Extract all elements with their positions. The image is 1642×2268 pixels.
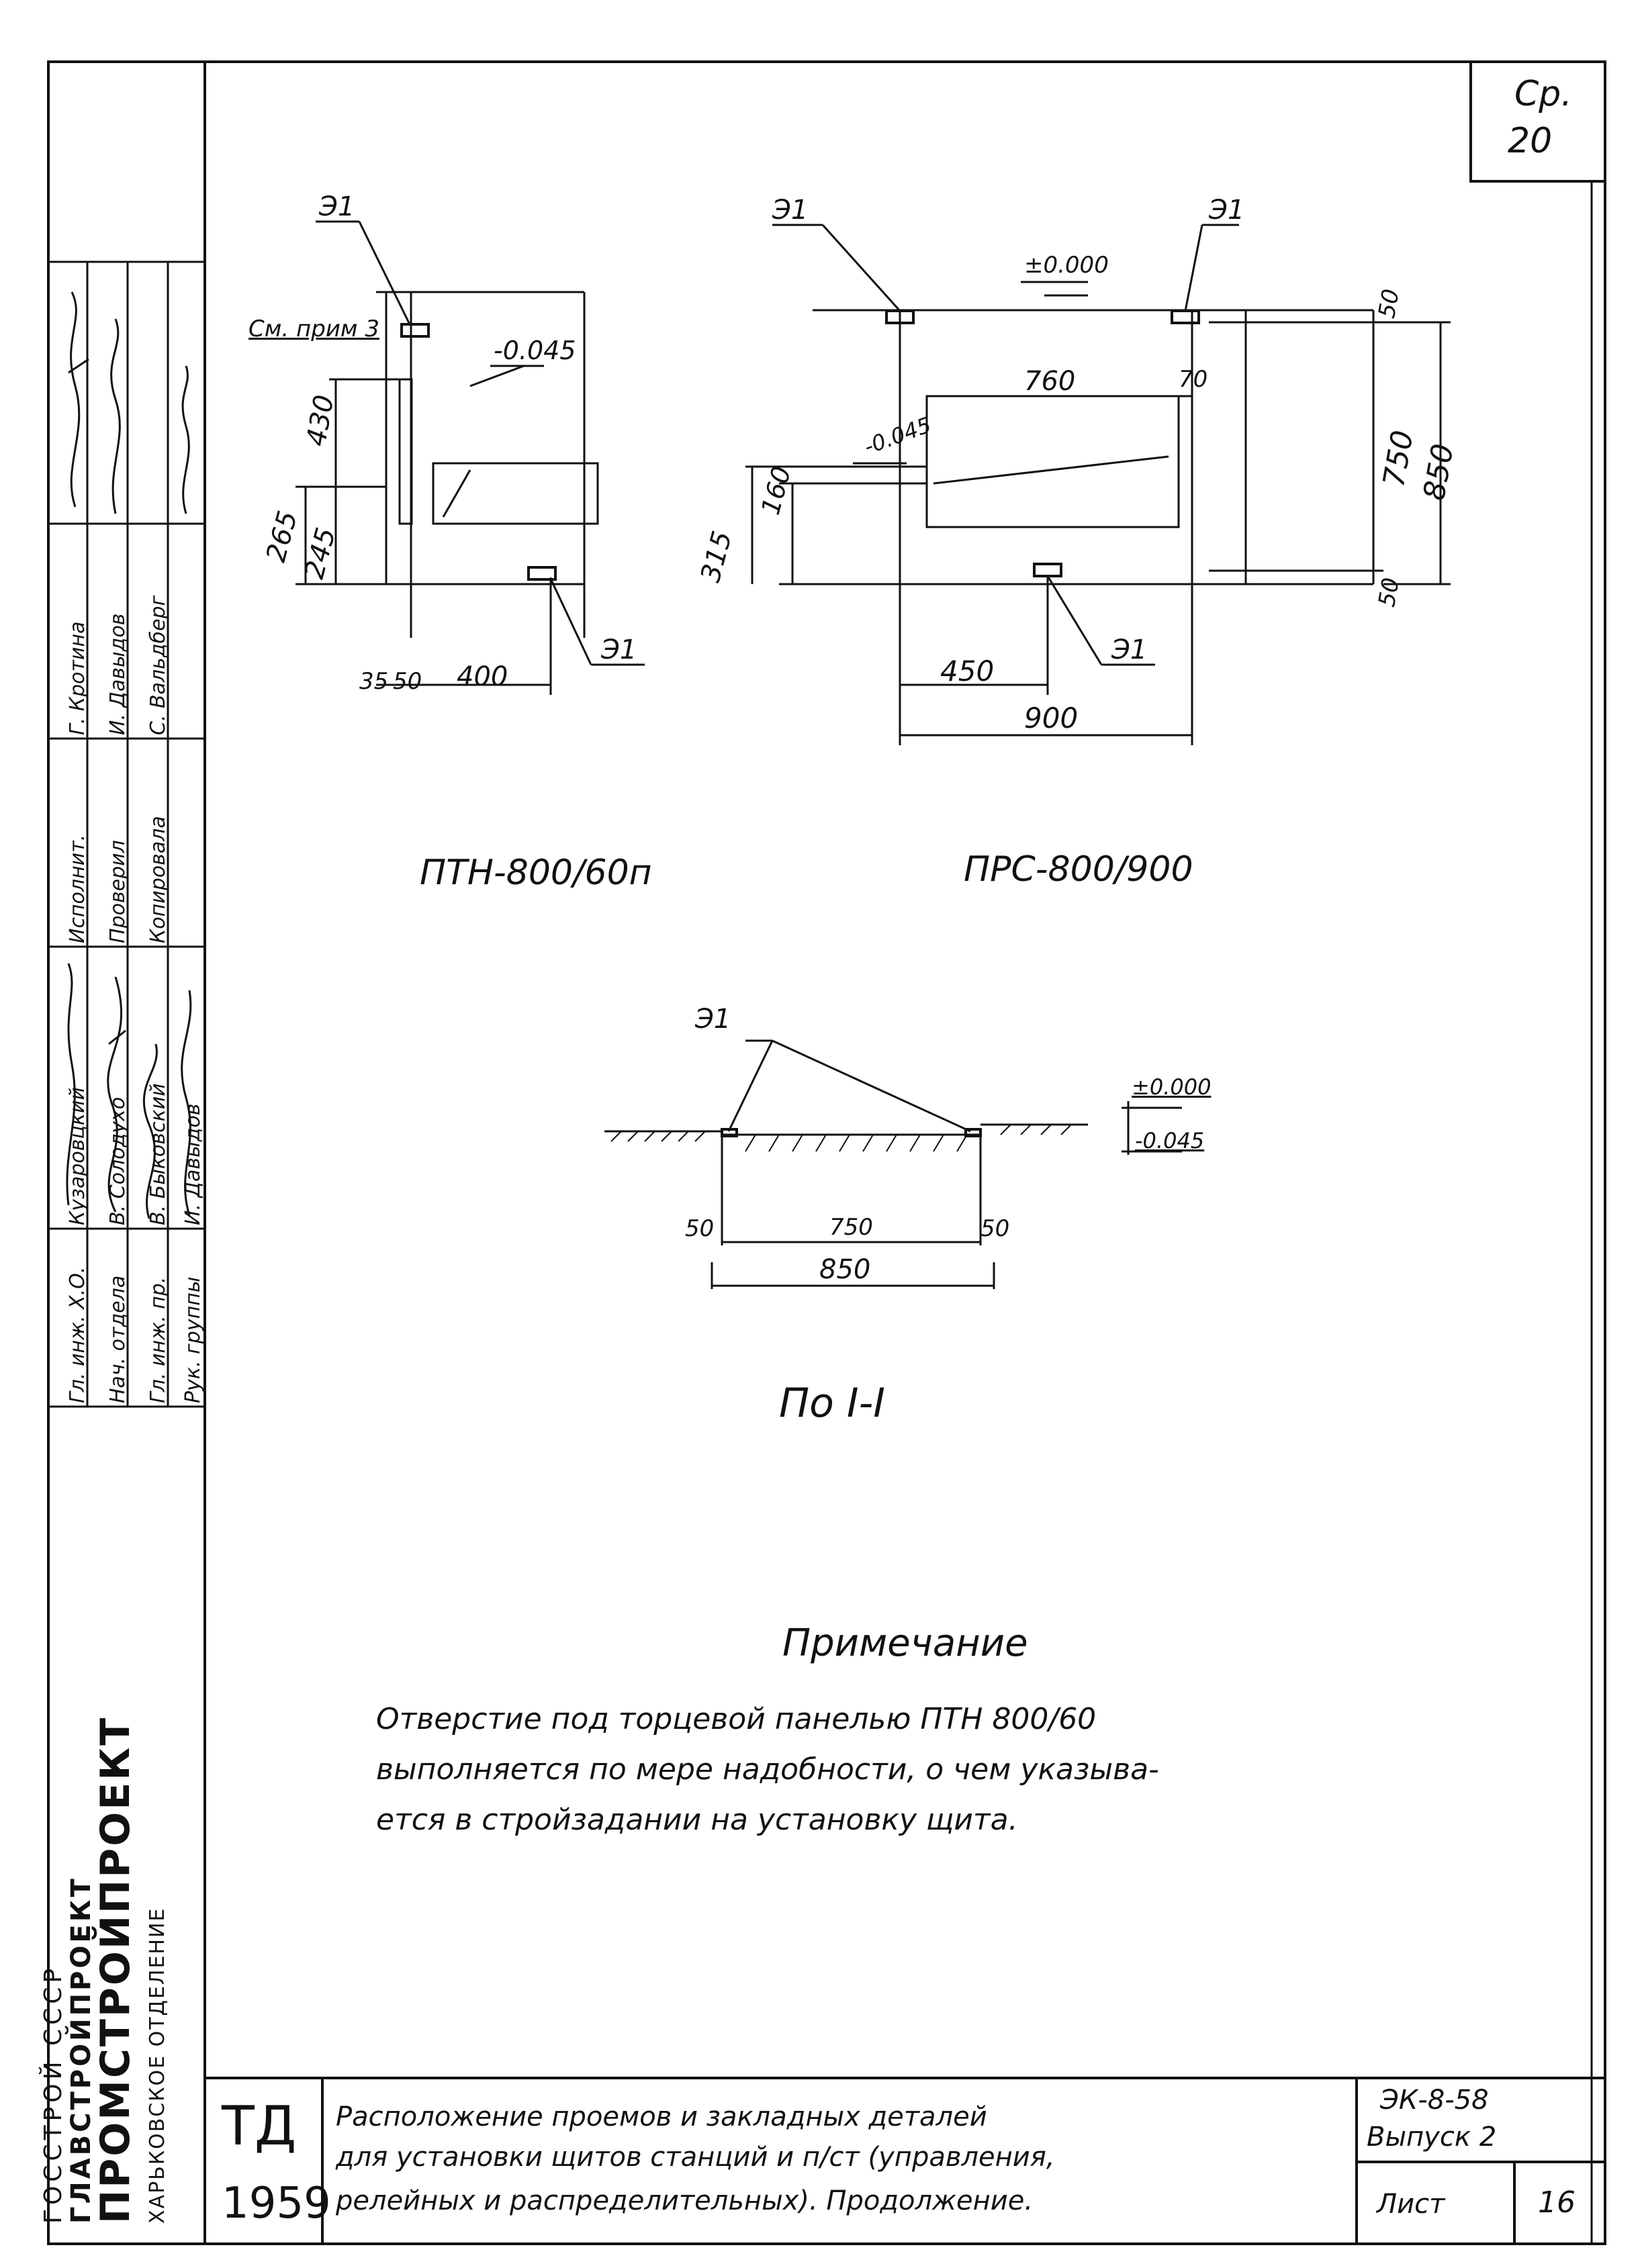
series-code: ЭК-8-58 <box>1380 2085 1489 2116</box>
prs-e1-left-label: Э1 <box>772 195 809 226</box>
sheet-number: 16 <box>1538 2185 1576 2220</box>
org-line4: ХАРЬКОВСКОЕ ОТДЕЛЕНИЕ <box>146 1907 169 2224</box>
ptn-note-ref-label: См. прим 3 <box>248 316 380 342</box>
stamp-top-role-4: Рук. группы <box>181 1276 205 1403</box>
prs-dim-900: 900 <box>1024 702 1079 735</box>
title-block-year: 1959 <box>222 2179 331 2228</box>
prs-dim-50a: 50 <box>1373 287 1405 320</box>
sheet-ref-box <box>1469 60 1606 183</box>
title-block-code: ТД <box>222 2095 297 2157</box>
ptn-dim-35: 35 <box>359 668 389 695</box>
stamp-bottom-role-1: Исполнит. <box>66 834 89 943</box>
prs-dim-760: 760 <box>1024 366 1076 397</box>
stamp-top-role-3: Гл. инж. пр. <box>146 1276 170 1403</box>
org-line1: ГОССТРОЙ СССР <box>40 1964 67 2224</box>
left-stamp-grid <box>48 261 205 1408</box>
title-block-grid <box>205 2077 1605 2244</box>
sheet-ref-line2: 20 <box>1508 121 1553 161</box>
ptn-level-label: -0.045 <box>494 336 576 365</box>
sheet-ref-line1: Ср. <box>1514 74 1572 114</box>
issue-label: Выпуск 2 <box>1367 2122 1497 2153</box>
note-title: Примечание <box>782 1621 1028 1665</box>
ptn-e1-top-label: Э1 <box>319 191 355 222</box>
ptn-caption: ПТН-800/60п <box>420 853 652 893</box>
prs-e1-bottom-label: Э1 <box>1111 634 1148 665</box>
ptn-plan <box>295 220 645 695</box>
ptn-dim-50: 50 <box>393 668 422 695</box>
stamp-bottom-name-2: И. Давыдов <box>106 613 130 735</box>
stamp-top-role-2: Нач. отдела <box>106 1275 130 1403</box>
left-panel: ГОССТРОЙ СССР ГЛАВСТРОЙПРОЕКТ ПРОМСТРОЙП… <box>40 1407 205 2244</box>
note-line1: Отверстие под торцевой панелью ПТН 800/6… <box>376 1702 1097 1736</box>
signatures-top <box>66 963 192 1219</box>
signatures-bottom <box>68 291 190 514</box>
stamp-top-role-1: Гл. инж. Х.О. <box>66 1266 89 1403</box>
title-line1: Расположение проемов и закладных деталей <box>336 2101 987 2132</box>
ptn-dim-400: 400 <box>457 661 508 692</box>
prs-e1-right-label: Э1 <box>1209 195 1245 226</box>
section-dim-850: 850 <box>819 1254 871 1285</box>
section-caption: По I-I <box>779 1380 885 1427</box>
section-level-label: -0.045 <box>1135 1128 1205 1153</box>
section-dim-750: 750 <box>829 1214 873 1241</box>
stamp-bottom-name-3: С. Вальдберг <box>146 595 170 735</box>
section-level-zero-label: ±0.000 <box>1132 1074 1212 1100</box>
org-line3: ПРОМСТРОЙПРОЕКТ <box>92 1715 139 2224</box>
prs-dim-70: 70 <box>1179 366 1208 393</box>
note-line2: выполняется по мере надобности, о чем ук… <box>376 1752 1159 1787</box>
org-block: ГОССТРОЙ СССР ГЛАВСТРОЙПРОЕКТ ПРОМСТРОЙП… <box>40 1407 205 2244</box>
stamp-bottom-name-1: Г. Кротина <box>66 621 89 735</box>
title-line2: для установки щитов станций и п/ст (упра… <box>336 2142 1055 2173</box>
title-line3: релейных и распределительных). Продолжен… <box>336 2185 1034 2216</box>
prs-level-zero-label: ±0.000 <box>1024 252 1109 279</box>
note-line3: ется в стройзадании на установку щита. <box>376 1803 1018 1837</box>
section-dim-50a: 50 <box>685 1215 715 1242</box>
stamp-bottom-role-3: Копировала <box>146 816 170 943</box>
stamp-bottom-role-2: Проверил <box>106 840 130 943</box>
sheet-border <box>47 60 1606 2245</box>
section-i-i <box>604 1039 1182 1289</box>
section-e1-label: Э1 <box>695 1004 731 1035</box>
ptn-e1-bottom-label: Э1 <box>601 634 637 665</box>
sheet-label: Лист <box>1377 2189 1445 2220</box>
prs-caption: ПРС-800/900 <box>964 849 1193 890</box>
prs-dim-50b: 50 <box>1373 575 1405 609</box>
prs-dim-450: 450 <box>940 655 995 688</box>
section-dim-50b: 50 <box>980 1215 1010 1242</box>
prs-plan <box>745 224 1451 745</box>
